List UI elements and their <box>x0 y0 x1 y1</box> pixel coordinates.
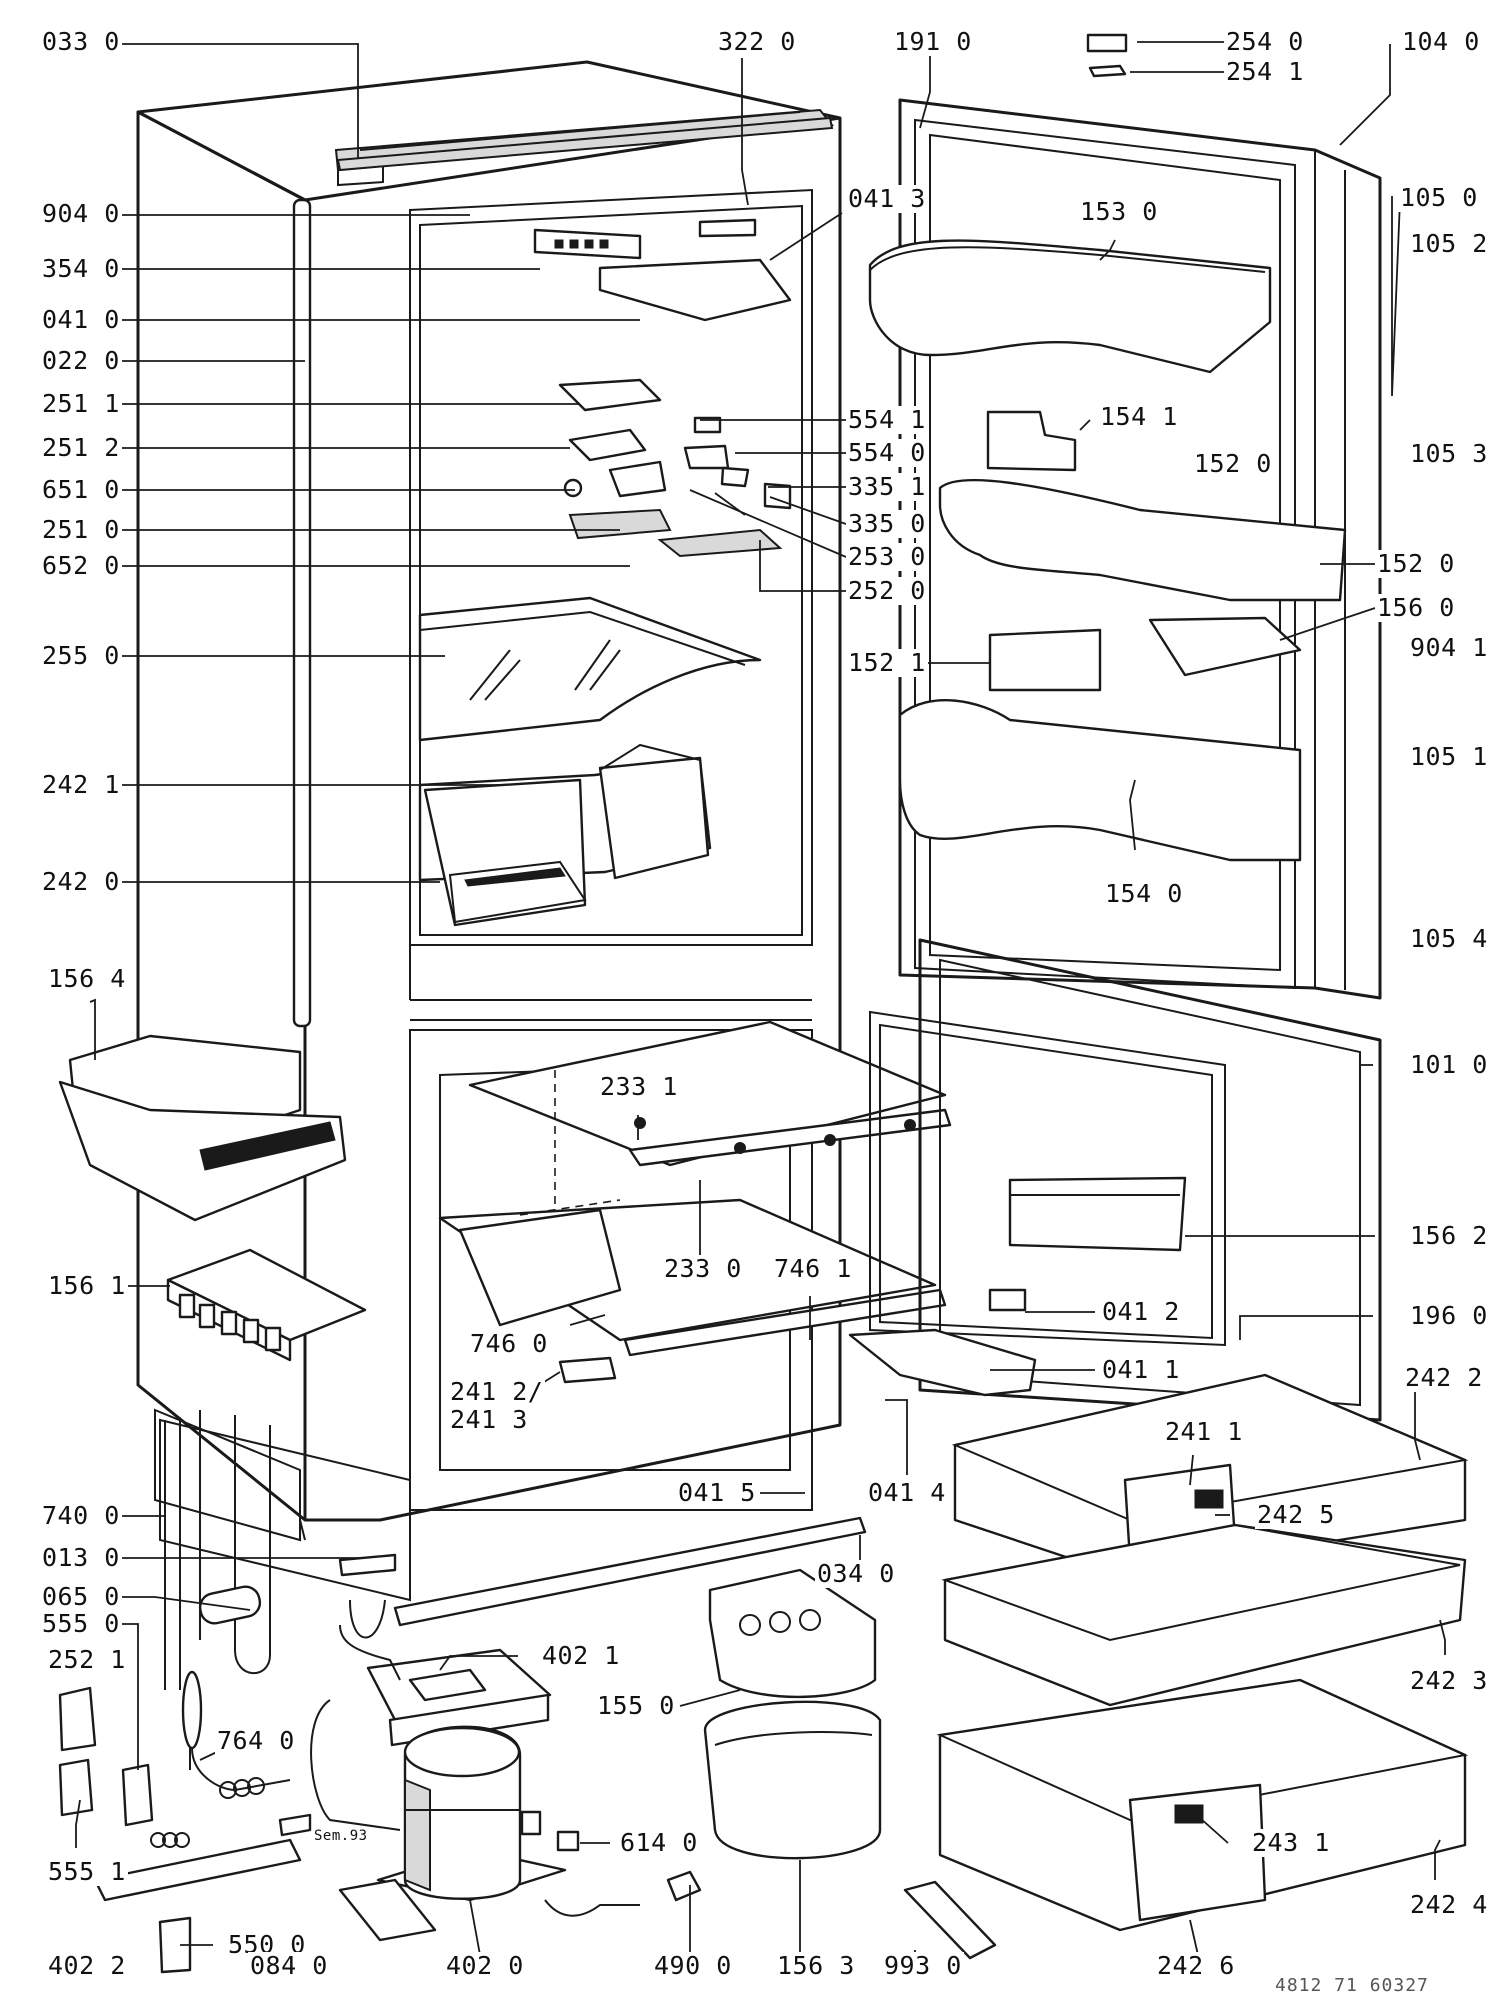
part-label-153-0: 153 0 <box>1078 197 1160 226</box>
part-label-242-6: 242 6 <box>1155 1951 1237 1980</box>
part-label-233-0: 233 0 <box>662 1254 744 1283</box>
part-label-335-1: 335 1 <box>846 472 928 501</box>
part-label-242-0: 242 0 <box>40 867 122 896</box>
part-label-252-0: 252 0 <box>846 576 928 605</box>
crisper-drawers-242 <box>418 743 712 927</box>
part-label-041-0: 041 0 <box>40 305 122 334</box>
part-label-242-3: 242 3 <box>1408 1666 1490 1695</box>
part-label-241-2: 241 2/ <box>448 1377 546 1406</box>
part-label-904-1: 904 1 <box>1408 633 1490 662</box>
part-label-251-1: 251 1 <box>40 389 122 418</box>
part-label-155-0: 155 0 <box>595 1691 677 1720</box>
part-label-154-0: 154 0 <box>1103 879 1185 908</box>
refrigerant-pipes <box>150 1624 401 1848</box>
part-label-490-0: 490 0 <box>652 1951 734 1980</box>
lower-door-101 <box>848 938 1382 1422</box>
part-label-554-0: 554 0 <box>846 438 928 467</box>
part-label-555-0: 555 0 <box>40 1609 122 1638</box>
upper-door-104 <box>868 33 1382 1000</box>
part-label-152-0-a: 152 0 <box>1192 449 1274 478</box>
wall-tube-022 <box>292 198 312 1028</box>
part-label-251-0: 251 0 <box>40 515 122 544</box>
part-label-746-1: 746 1 <box>772 1254 854 1283</box>
control-parts <box>533 218 792 558</box>
part-label-041-4: 041 4 <box>866 1478 948 1507</box>
part-label-233-1: 233 1 <box>598 1072 680 1101</box>
part-label-402-0: 402 0 <box>444 1951 526 1980</box>
part-label-105-1: 105 1 <box>1408 742 1490 771</box>
part-label-242-1: 242 1 <box>40 770 122 799</box>
ice-container-156-4 <box>58 1034 347 1222</box>
part-label-191-0: 191 0 <box>892 27 974 56</box>
part-label-251-2: 251 2 <box>40 433 122 462</box>
part-label-154-1: 154 1 <box>1098 402 1180 431</box>
part-label-651-0: 651 0 <box>40 475 122 504</box>
part-label-740-0: 740 0 <box>40 1501 122 1530</box>
base-rail-034 <box>338 1516 867 1627</box>
part-label-013-0: 013 0 <box>40 1543 122 1572</box>
part-label-402-1: 402 1 <box>540 1641 622 1670</box>
part-label-242-4: 242 4 <box>1408 1890 1490 1919</box>
glass-shelf-255 <box>418 596 762 742</box>
part-label-252-1: 252 1 <box>46 1645 128 1674</box>
electrical-parts <box>58 1686 997 1974</box>
part-label-242-5: 242 5 <box>1255 1500 1337 1529</box>
part-label-652-0: 652 0 <box>40 551 122 580</box>
part-label-156-4: 156 4 <box>46 964 128 993</box>
part-label-993-0: 993 0 <box>882 1951 964 1980</box>
part-label-105-3: 105 3 <box>1408 439 1490 468</box>
part-label-041-2: 041 2 <box>1100 1297 1182 1326</box>
part-label-152-1: 152 1 <box>846 648 928 677</box>
part-label-156-1: 156 1 <box>46 1271 128 1300</box>
document-reference-number: 4812 71 60327 <box>1275 1975 1429 1996</box>
part-label-354-0: 354 0 <box>40 254 122 283</box>
lower-drawers-242 <box>936 1373 1469 1932</box>
part-label-242-2: 242 2 <box>1403 1363 1485 1392</box>
part-label-241-3: 241 3 <box>448 1405 530 1434</box>
door-bins-155-156-3 <box>703 1568 882 1860</box>
part-label-555-1: 555 1 <box>46 1857 128 1886</box>
part-label-101-0: 101 0 <box>1408 1050 1490 1079</box>
part-label-034-0: 034 0 <box>815 1559 897 1588</box>
part-label-402-2: 402 2 <box>46 1951 128 1980</box>
stamp-text: Sem.93 <box>314 1828 368 1844</box>
part-label-065-0: 065 0 <box>40 1582 122 1611</box>
part-label-041-5: 041 5 <box>676 1478 758 1507</box>
part-label-241-1: 241 1 <box>1163 1417 1245 1446</box>
part-label-033-0: 033 0 <box>40 27 122 56</box>
part-label-156-3: 156 3 <box>775 1951 857 1980</box>
part-label-253-0: 253 0 <box>846 542 928 571</box>
part-label-022-0: 022 0 <box>40 346 122 375</box>
part-label-104-0: 104 0 <box>1400 27 1482 56</box>
part-label-254-1: 254 1 <box>1224 57 1306 86</box>
part-label-196-0: 196 0 <box>1408 1301 1490 1330</box>
part-label-614-0: 614 0 <box>618 1828 700 1857</box>
part-label-084-0: 084 0 <box>248 1951 330 1980</box>
part-label-156-0: 156 0 <box>1375 593 1457 622</box>
part-label-746-0: 746 0 <box>468 1329 550 1358</box>
part-label-041-3: 041 3 <box>846 184 928 213</box>
ice-tray-156-1 <box>166 1248 367 1362</box>
part-label-554-1: 554 1 <box>846 405 928 434</box>
part-label-105-4: 105 4 <box>1408 924 1490 953</box>
part-label-335-0: 335 0 <box>846 509 928 538</box>
part-label-243-1: 243 1 <box>1250 1828 1332 1857</box>
part-label-322-0: 322 0 <box>716 27 798 56</box>
condenser-740 <box>154 1408 411 1690</box>
part-label-041-1: 041 1 <box>1100 1355 1182 1384</box>
compressor-402-0 <box>376 1725 567 1902</box>
part-label-764-0: 764 0 <box>215 1726 297 1755</box>
part-label-255-0: 255 0 <box>40 641 122 670</box>
part-label-904-0: 904 0 <box>40 199 122 228</box>
part-label-156-2: 156 2 <box>1408 1221 1490 1250</box>
part-label-254-0: 254 0 <box>1224 27 1306 56</box>
part-label-152-0-b: 152 0 <box>1375 549 1457 578</box>
part-label-105-0: 105 0 <box>1398 183 1480 212</box>
part-label-105-2: 105 2 <box>1408 229 1490 258</box>
